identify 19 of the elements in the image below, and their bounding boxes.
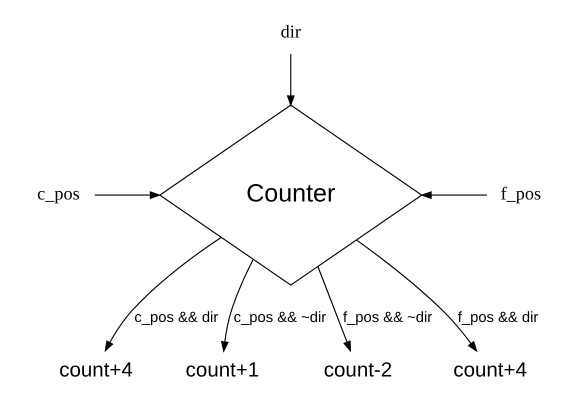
- arrow: [317, 266, 351, 352]
- node-text: c_pos: [37, 183, 80, 204]
- edge-label: f_pos && dir: [458, 310, 538, 326]
- arrow: [420, 191, 487, 200]
- node-text: dir: [280, 22, 301, 42]
- edge-label: c_pos && dir: [134, 310, 218, 326]
- edge-label: f_pos && ~dir: [342, 310, 432, 326]
- node-text: count+4: [59, 358, 133, 382]
- arrow: [104, 236, 222, 352]
- node-text: count-2: [324, 358, 392, 382]
- arrow: [220, 259, 254, 353]
- arrow: [94, 191, 162, 200]
- edge-label: c_pos && ~dir: [234, 310, 326, 326]
- node-text: count+4: [453, 358, 527, 382]
- node-text: count+1: [186, 358, 260, 382]
- node-diamond: Counter: [158, 104, 423, 286]
- arrow: [286, 54, 295, 107]
- arrow: [356, 240, 478, 352]
- node-text: f_pos: [500, 183, 542, 204]
